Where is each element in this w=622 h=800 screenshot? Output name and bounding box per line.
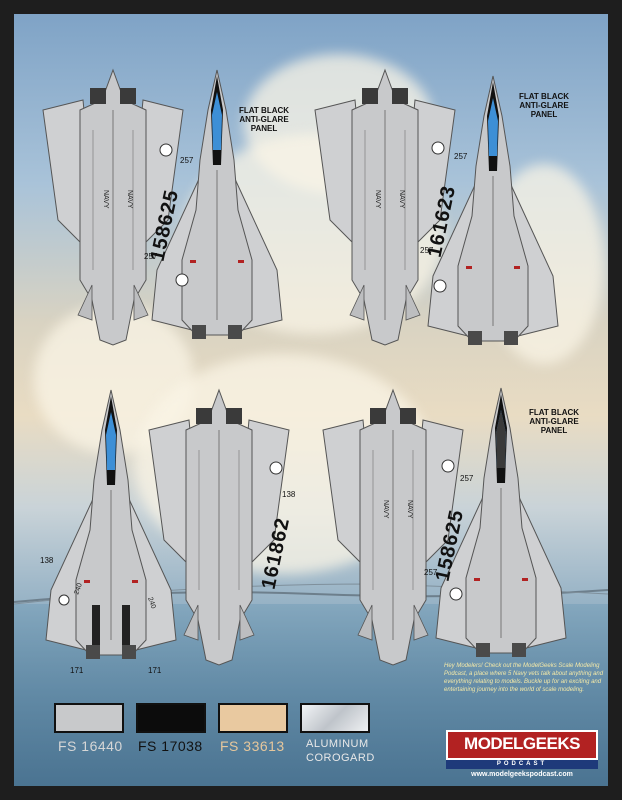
modelgeeks-logo: MODELGEEKS xyxy=(446,730,598,760)
star-insignia-icon xyxy=(175,273,189,287)
aircraft-topside-3: 240 240 xyxy=(45,389,177,660)
aircraft-underside-3 xyxy=(148,389,290,666)
color-swatch-aluminum xyxy=(300,703,370,733)
missile xyxy=(92,605,100,645)
navy-marking: NAVY xyxy=(374,190,381,209)
aircraft-topside-1 xyxy=(151,69,283,340)
color-swatch-fs17038 xyxy=(136,703,206,733)
number-label: 171 xyxy=(70,666,84,675)
number-label: 257 xyxy=(144,252,158,261)
navy-marking: NAVY xyxy=(398,190,405,209)
star-insignia-icon xyxy=(441,459,455,473)
number-label: 257 xyxy=(460,474,474,483)
star-insignia-icon xyxy=(58,594,70,606)
website-url[interactable]: www.modelgeekspodcast.com xyxy=(471,771,573,778)
number-label: 171 xyxy=(148,666,162,675)
anti-glare-callout: FLAT BLACK ANTI-GLARE PANEL xyxy=(504,92,584,119)
star-insignia-icon xyxy=(431,141,445,155)
swatch-label: FS 33613 xyxy=(220,738,285,754)
dark-canopy xyxy=(496,410,506,468)
navy-marking: NAVY xyxy=(102,190,109,209)
modex-number: 240 xyxy=(146,596,157,609)
callout-line: PANEL xyxy=(540,426,568,435)
callout-line: ANTI-GLARE xyxy=(239,115,289,124)
aircraft-underside-4: NAVY NAVY xyxy=(322,389,464,666)
number-label: 138 xyxy=(40,556,54,565)
callout-line: ANTI-GLARE xyxy=(529,417,579,426)
callout-line: FLAT BLACK xyxy=(528,408,580,417)
aircraft-underside-2: NAVY NAVY xyxy=(314,69,456,346)
callout-line: FLAT BLACK xyxy=(238,106,290,115)
swatch-label: COROGARD xyxy=(306,752,375,764)
star-insignia-icon xyxy=(449,587,463,601)
decal-sheet: NAVY NAVY FLAT BLACK ANTI-GLARE PANEL 25… xyxy=(14,14,608,786)
anti-glare-callout: FLAT BLACK ANTI-GLARE PANEL xyxy=(224,106,304,133)
aircraft-topside-4 xyxy=(435,387,567,658)
swatch-label: FS 17038 xyxy=(138,738,203,754)
number-label: 257 xyxy=(420,246,434,255)
color-swatch-fs16440 xyxy=(54,703,124,733)
navy-marking: NAVY xyxy=(382,500,389,519)
number-label: 138 xyxy=(282,490,296,499)
navy-marking: NAVY xyxy=(406,500,413,519)
navy-marking: NAVY xyxy=(126,190,133,209)
number-label: 257 xyxy=(424,568,438,577)
number-label: 257 xyxy=(180,156,194,165)
logo-name: MODELGEEKS xyxy=(464,734,580,753)
number-label: 257 xyxy=(454,152,468,161)
swatch-label: FS 16440 xyxy=(58,738,123,754)
callout-line: PANEL xyxy=(530,110,558,119)
callout-line: FLAT BLACK xyxy=(518,92,570,101)
logo-subtitle: PODCAST xyxy=(446,760,598,769)
aircraft-underside-1: NAVY NAVY xyxy=(42,69,184,346)
anti-glare-callout: FLAT BLACK ANTI-GLARE PANEL xyxy=(514,408,594,435)
star-insignia-icon xyxy=(433,279,447,293)
swatch-label: ALUMINUM xyxy=(306,738,369,750)
podcast-promo-text: Hey Modelers! Check out the ModelGeeks S… xyxy=(444,663,604,693)
aircraft-topside-2 xyxy=(427,75,559,346)
modex-number: 240 xyxy=(73,582,84,595)
star-insignia-icon xyxy=(269,461,283,475)
callout-line: PANEL xyxy=(250,124,278,133)
callout-line: ANTI-GLARE xyxy=(519,101,569,110)
star-insignia-icon xyxy=(159,143,173,157)
missile xyxy=(122,605,130,645)
color-swatch-fs33613 xyxy=(218,703,288,733)
